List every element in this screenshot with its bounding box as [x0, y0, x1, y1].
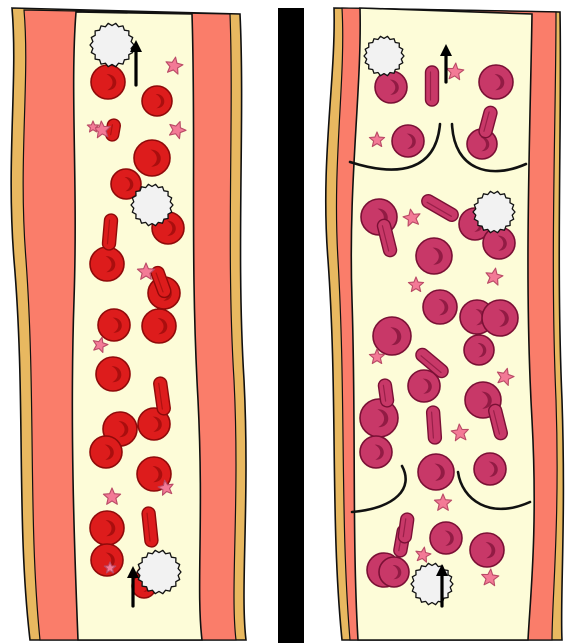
- red-blood-cell: [430, 522, 462, 554]
- red-blood-cell-side-view: [102, 214, 118, 251]
- red-blood-cell-body: [134, 140, 170, 176]
- red-blood-cell: [418, 454, 454, 490]
- red-blood-cell: [90, 511, 124, 545]
- red-blood-cell: [360, 436, 392, 468]
- red-blood-cell: [142, 309, 176, 343]
- red-blood-cell-body: [90, 247, 124, 281]
- red-blood-cell: [142, 86, 172, 116]
- red-blood-cell-side-body: [426, 406, 442, 445]
- red-blood-cell-body: [392, 125, 424, 157]
- red-blood-cell-body: [416, 238, 452, 274]
- red-blood-cell: [90, 436, 122, 468]
- red-blood-cell-body: [96, 357, 130, 391]
- red-blood-cell: [98, 309, 130, 341]
- red-blood-cell: [373, 317, 411, 355]
- red-blood-cell-side-body: [102, 214, 118, 251]
- red-blood-cell-body: [470, 533, 504, 567]
- red-blood-cell-body: [98, 309, 130, 341]
- red-blood-cell: [474, 453, 506, 485]
- red-blood-cell-body: [482, 300, 518, 336]
- red-blood-cell: [482, 300, 518, 336]
- red-blood-cell-body: [90, 511, 124, 545]
- red-blood-cell: [379, 557, 409, 587]
- red-blood-cell-body: [423, 290, 457, 324]
- red-blood-cell-side-view: [426, 66, 439, 106]
- red-blood-cell: [416, 238, 452, 274]
- red-blood-cell-body: [430, 522, 462, 554]
- red-blood-cell-body: [360, 436, 392, 468]
- red-blood-cell: [96, 357, 130, 391]
- left-vessel-panel: [11, 8, 246, 640]
- red-blood-cell: [91, 65, 125, 99]
- red-blood-cell-body: [142, 309, 176, 343]
- red-blood-cell-body: [479, 65, 513, 99]
- red-blood-cell: [470, 533, 504, 567]
- red-blood-cell: [134, 140, 170, 176]
- red-blood-cell-body: [474, 453, 506, 485]
- red-blood-cell-body: [464, 335, 494, 365]
- red-blood-cell: [479, 65, 513, 99]
- red-blood-cell-side-body: [426, 66, 439, 106]
- red-blood-cell-side-view: [426, 406, 442, 445]
- panel-divider: [278, 8, 304, 643]
- red-blood-cell: [423, 290, 457, 324]
- right-vessel-panel: [326, 8, 564, 640]
- red-blood-cell-body: [373, 317, 411, 355]
- left-lumen: [72, 12, 202, 640]
- red-blood-cell-body: [91, 65, 125, 99]
- red-blood-cell-body: [142, 86, 172, 116]
- red-blood-cell: [464, 335, 494, 365]
- red-blood-cell-body: [418, 454, 454, 490]
- red-blood-cell: [90, 247, 124, 281]
- red-blood-cell: [392, 125, 424, 157]
- red-blood-cell-body: [379, 557, 409, 587]
- red-blood-cell-body: [90, 436, 122, 468]
